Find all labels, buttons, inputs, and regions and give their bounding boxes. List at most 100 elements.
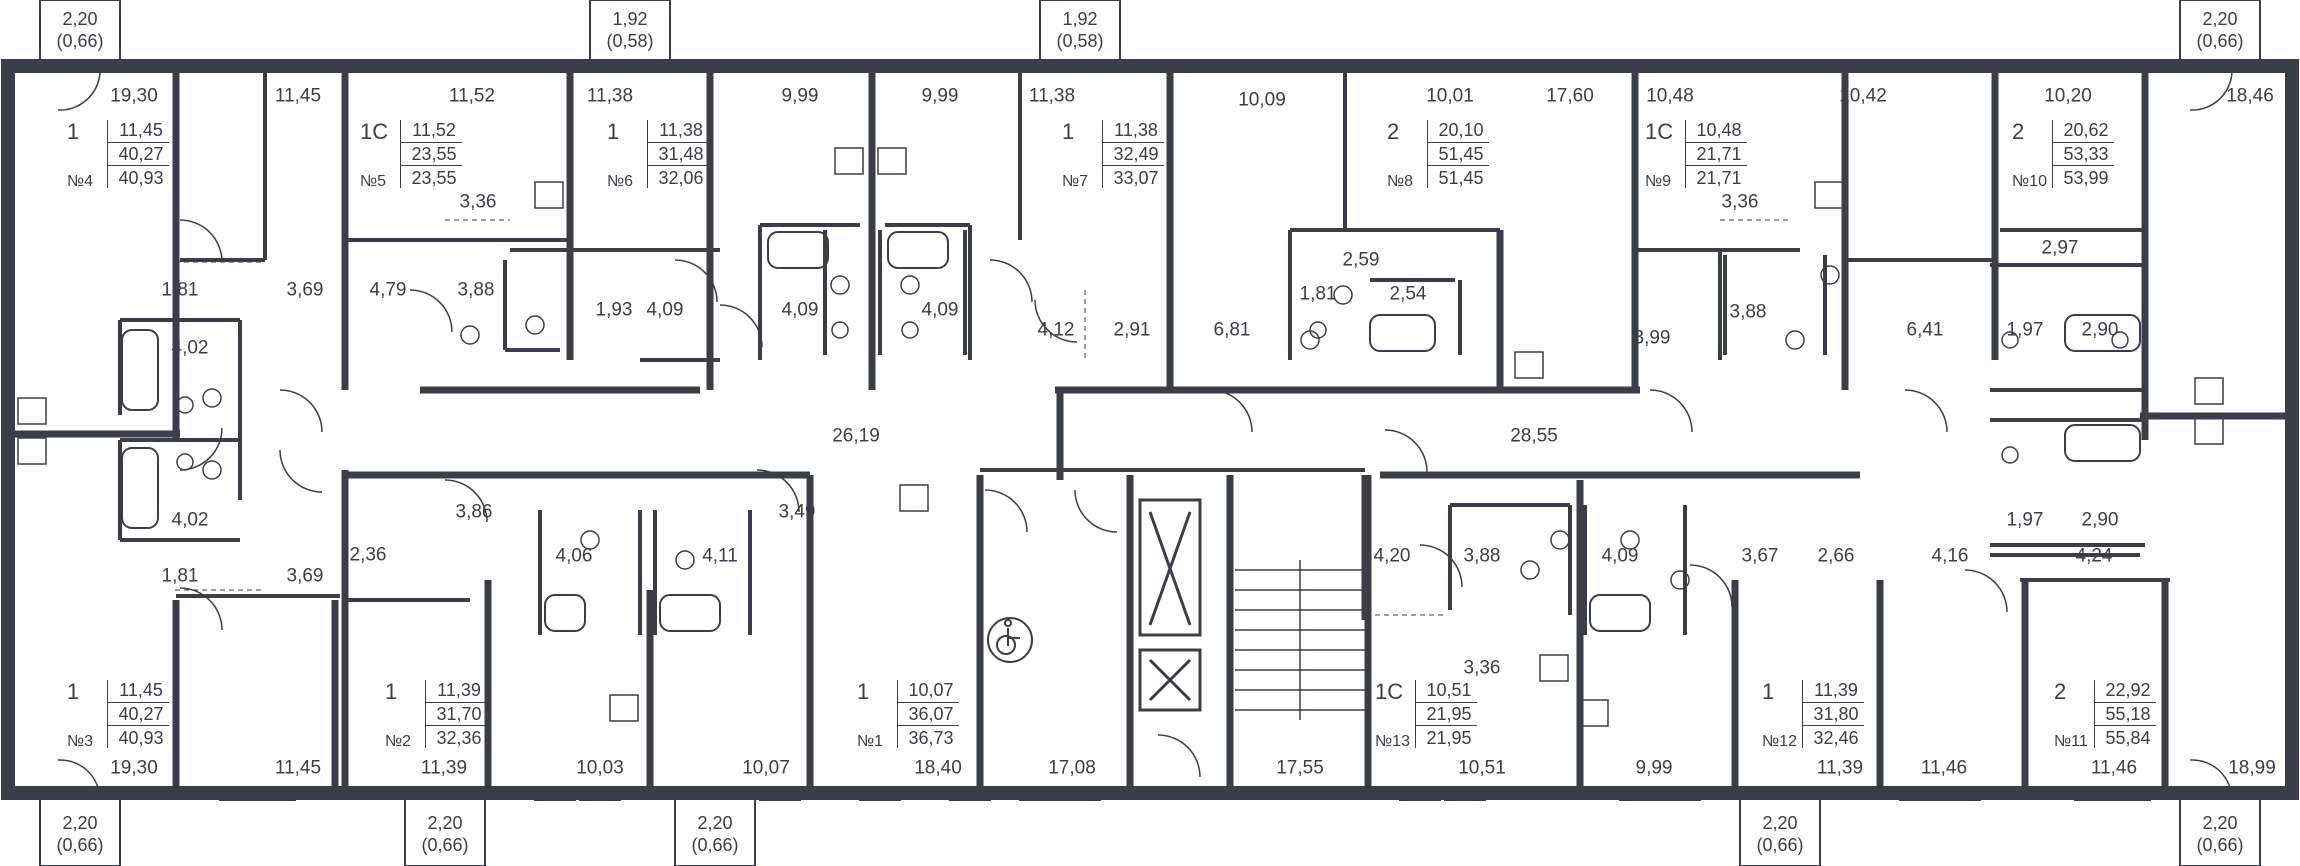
room-area: 3,67 [1741, 545, 1779, 567]
partition-walls [118, 66, 2170, 635]
room-area: 10,20 [2044, 85, 2092, 107]
apartment-card[interactable]: 2 №11 22,92 55,18 55,84 [2052, 678, 2164, 750]
room-area: 4,12 [1037, 319, 1075, 341]
room-area: 11,52 [448, 85, 496, 107]
room-area: 3,36 [1463, 657, 1501, 679]
apartment-card[interactable]: 1С №13 10,51 21,95 21,95 [1373, 678, 1485, 750]
room-area: 1,81 [161, 279, 199, 301]
room-area: 10,51 [1458, 757, 1506, 779]
room-area: 3,49 [778, 501, 816, 523]
room-area: 2,90 [2081, 509, 2119, 531]
room-area: 4,20 [1373, 545, 1411, 567]
room-area: 9,99 [1635, 757, 1673, 779]
apartment-card[interactable]: 1 №12 11,39 31,80 32,46 [1760, 678, 1872, 750]
room-area: 11,39 [420, 757, 468, 779]
dashed-boundaries [175, 219, 1790, 616]
room-area: 3,69 [286, 279, 324, 301]
room-area: 10,42 [1839, 85, 1887, 107]
room-area: 11,39 [1816, 757, 1864, 779]
room-area: 17,08 [1048, 757, 1096, 779]
room-area: 1,81 [161, 565, 199, 587]
room-area: 2,91 [1113, 319, 1151, 341]
room-area: 11,38 [586, 85, 634, 107]
bathtubs [121, 231, 2141, 632]
room-area: 18,99 [2228, 757, 2276, 779]
apartment-card[interactable]: 2 №10 20,62 53,33 53,99 [2010, 118, 2122, 190]
room-area: 17,60 [1546, 85, 1594, 107]
room-area: 17,55 [1276, 757, 1324, 779]
room-area: 6,41 [1906, 319, 1944, 341]
room-area: 4,79 [369, 279, 407, 301]
room-area: 4,09 [781, 299, 819, 321]
apartment-card[interactable]: 1 №1 10,07 36,07 36,73 [855, 678, 967, 750]
outer-wall [1, 59, 2299, 800]
room-area: 4,24 [2075, 545, 2113, 567]
room-area: 10,09 [1238, 89, 1286, 111]
room-area: 10,01 [1426, 85, 1474, 107]
apartment-card[interactable]: 1С №9 10,48 21,71 21,71 [1643, 118, 1755, 190]
room-area: 18,46 [2226, 85, 2274, 107]
apartment-card[interactable]: 1 №3 11,45 40,27 40,93 [65, 678, 177, 750]
room-area: 3,88 [1463, 545, 1501, 567]
apartment-card[interactable]: 1С №5 11,52 23,55 23,55 [358, 118, 470, 190]
balconies-top [39, 0, 2261, 67]
balcony-label: 2,20(0,66) [421, 813, 469, 855]
room-area: 2,66 [1817, 545, 1855, 567]
room-area: 4,09 [646, 299, 684, 321]
room-area: 3,36 [459, 191, 497, 213]
room-area: 26,19 [832, 425, 880, 447]
room-area: 19,30 [110, 85, 158, 107]
balconies-bottom [39, 792, 2261, 866]
room-area: 4,16 [1931, 545, 1969, 567]
room-area: 1,93 [595, 299, 633, 321]
doors [57, 67, 2233, 801]
room-area: 28,55 [1510, 425, 1558, 447]
rooms: 1 [67, 119, 80, 144]
apt-number: №4 [67, 173, 94, 190]
room-area: 1,81 [1299, 283, 1337, 305]
room-area: 3,86 [455, 501, 493, 523]
balcony-label: 2,20(0,66) [691, 813, 739, 855]
room-area: 10,48 [1646, 85, 1694, 107]
balcony-label: 1,92(0,58) [1056, 9, 1104, 51]
stoves [17, 147, 2224, 727]
balcony-label: 2,20(0,66) [56, 813, 104, 855]
wheelchair-icon [987, 617, 1033, 663]
room-area: 2,90 [2081, 319, 2119, 341]
room-area: 1,97 [2006, 319, 2044, 341]
room-area: 4,06 [555, 545, 593, 567]
room-area: 11,46 [1920, 757, 1968, 779]
room-area: 11,45 [274, 85, 322, 107]
room-area: 2,54 [1389, 283, 1427, 305]
apartment-card[interactable]: 2 №8 20,10 51,45 51,45 [1385, 118, 1497, 190]
room-area: 3,99 [1633, 327, 1671, 349]
room-area: 11,38 [1028, 85, 1076, 107]
room-area: 4,11 [702, 545, 738, 567]
room-area: 9,99 [921, 85, 959, 107]
stairs [1235, 560, 1365, 720]
apartment-card[interactable]: 1 №6 11,38 31,48 32,06 [605, 118, 717, 190]
sanitary-fixtures [176, 265, 2129, 590]
room-area: 4,02 [171, 337, 209, 359]
room-area: 3,36 [1721, 191, 1759, 213]
balcony-label: 2,20(0,66) [2196, 813, 2244, 855]
room-area: 6,81 [1213, 319, 1251, 341]
room-area: 4,09 [921, 299, 959, 321]
room-area: 11,45 [274, 757, 322, 779]
room-area: 18,40 [914, 757, 962, 779]
apartment-card[interactable]: 1 №4 11,45 40,27 40,93 [65, 118, 177, 190]
room-area: 19,30 [110, 757, 158, 779]
room-area: 3,88 [1729, 301, 1767, 323]
room-area: 1,97 [2006, 509, 2044, 531]
windows [1, 59, 2151, 801]
room-area: 3,69 [286, 565, 324, 587]
balcony-label: 2,20(0,66) [56, 9, 104, 51]
room-area: 10,03 [576, 757, 624, 779]
interior-walls [8, 66, 2292, 793]
balcony-label: 1,92(0,58) [606, 9, 654, 51]
room-area: 2,59 [1342, 249, 1380, 271]
apartment-card[interactable]: 1 №7 11,38 32,49 33,07 [1060, 118, 1172, 190]
apartment-card[interactable]: 1 №2 11,39 31,70 32,36 [383, 678, 495, 750]
room-area: 4,09 [1601, 545, 1639, 567]
